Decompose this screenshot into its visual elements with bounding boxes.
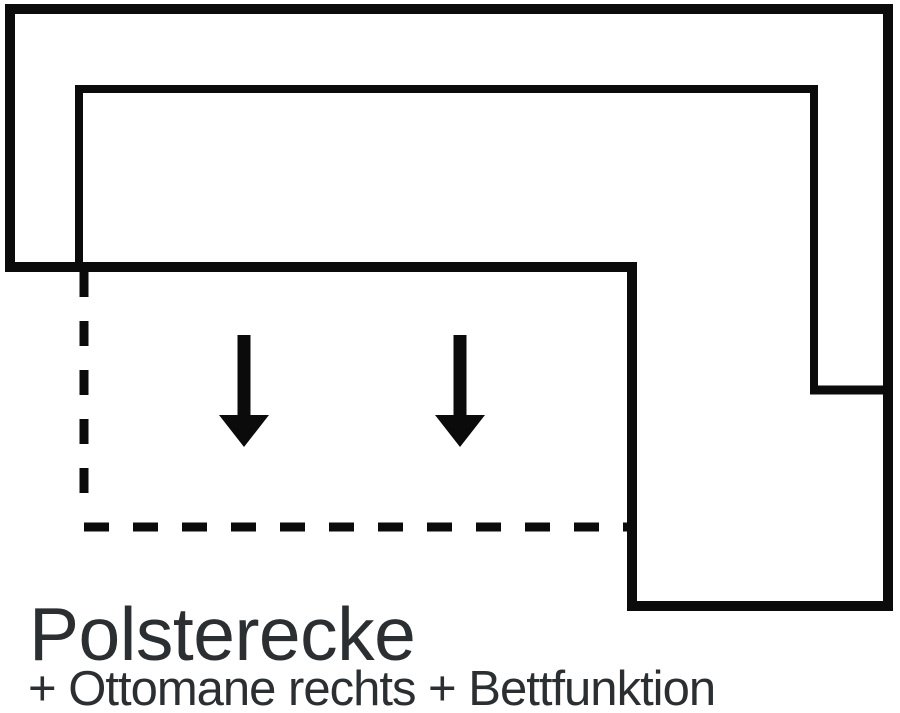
product-subtitle: + Ottomane rechts + Bettfunktion [28,662,716,713]
arrow-down-icon [219,335,269,447]
sofa-outer-outline [5,4,893,611]
arrow-down-icon [435,335,485,447]
product-title: Polsterecke [29,592,416,676]
backrest-inner-edge [75,85,818,394]
